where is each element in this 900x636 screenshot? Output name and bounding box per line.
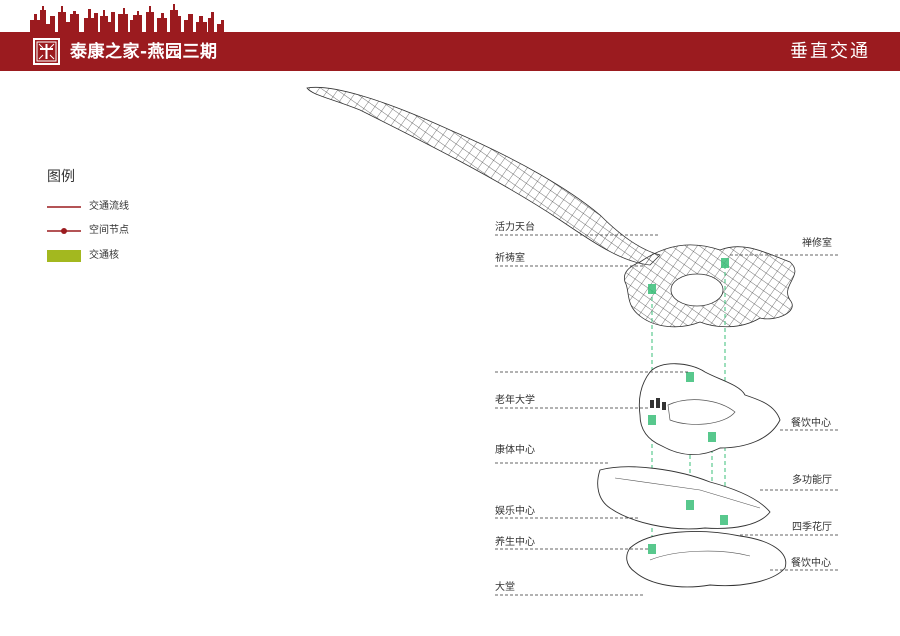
core-marker <box>721 258 729 268</box>
lower-floor-plate <box>626 531 787 588</box>
cross-emblem-icon <box>33 38 60 65</box>
node-dot-icon <box>47 228 81 234</box>
city-skyline-icon <box>30 4 224 34</box>
label-four-seasons-hall: 四季花厅 <box>792 522 832 533</box>
core-swatch-icon <box>47 250 81 262</box>
label-vitality-terrace: 活力天台 <box>495 222 535 233</box>
label-multifunction-hall: 多功能厅 <box>792 475 832 486</box>
core-marker <box>720 515 728 525</box>
label-lobby: 大堂 <box>495 582 515 593</box>
label-dining-center-lower: 餐饮中心 <box>791 558 831 569</box>
label-prayer-room: 祈祷室 <box>495 253 525 264</box>
label-dining-center-upper: 餐饮中心 <box>791 418 831 429</box>
label-meditation-room: 禅修室 <box>802 238 832 249</box>
core-marker <box>708 432 716 442</box>
legend-label-core: 交通核 <box>89 250 119 261</box>
roof-opening <box>670 273 724 307</box>
core-marker <box>686 500 694 510</box>
label-fitness-center: 康体中心 <box>495 445 535 456</box>
core-marker <box>648 544 656 554</box>
legend-label-node: 空间节点 <box>89 225 129 236</box>
label-senior-university: 老年大学 <box>495 395 535 406</box>
middle-floor-plate <box>597 466 771 530</box>
legend-title: 图例 <box>47 169 75 185</box>
flow-line-icon <box>47 206 81 208</box>
core-marker <box>648 415 656 425</box>
page-title: 泰康之家-燕园三期 <box>70 42 218 62</box>
header-bar <box>0 32 900 71</box>
roof-canopy-tail <box>306 86 661 266</box>
section-title: 垂直交通 <box>790 41 870 62</box>
core-marker <box>686 372 694 382</box>
legend-label-flow: 交通流线 <box>89 201 129 212</box>
label-entertainment-center: 娱乐中心 <box>495 506 535 517</box>
label-wellness-center: 养生中心 <box>495 537 535 548</box>
core-marker <box>648 284 656 294</box>
